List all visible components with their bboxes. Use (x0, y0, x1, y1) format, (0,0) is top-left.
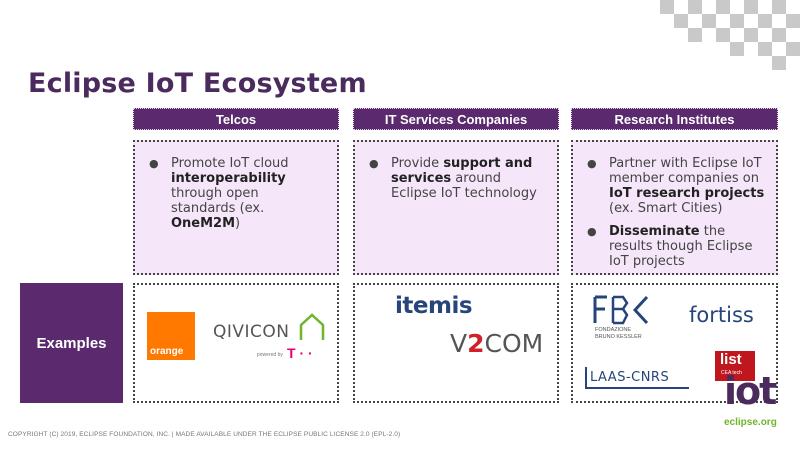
checker-square (758, 14, 772, 28)
checker-square (660, 0, 674, 14)
checker-square (702, 14, 716, 28)
checker-square (716, 0, 730, 14)
checker-square (772, 28, 786, 42)
bullet-item: Disseminate the results though Eclipse I… (587, 224, 766, 269)
qivicon-logo-text: QIVICON (213, 322, 290, 342)
checker-square (688, 28, 702, 42)
v2com-logo-v: V (450, 329, 468, 358)
checker-square (772, 0, 786, 14)
eclipse-iot-logo-text: iot (724, 369, 777, 413)
research-examples-cell: FONDAZIONE BRUNO KESSLER fortiss list CE… (571, 283, 778, 403)
bullet-item: Partner with Eclipse IoT member companie… (587, 156, 766, 216)
checker-square (730, 42, 744, 56)
fbk-logo-mark (593, 295, 649, 325)
itemis-logo: itemis (395, 293, 473, 319)
list-logo-text: list (720, 351, 742, 368)
checker-square (744, 28, 758, 42)
checker-square (772, 56, 786, 70)
bullet-text: Promote IoT cloud (171, 156, 289, 171)
v2com-logo-com: COM (484, 329, 544, 358)
checker-square (674, 14, 688, 28)
bullet-text: Disseminate (609, 224, 700, 239)
laas-logo-text: LAAS-CNRS (590, 370, 670, 385)
bullet-item: Promote IoT cloud interoperability throu… (149, 156, 327, 231)
column-header-telcos: Telcos (133, 108, 339, 130)
bullet-text: ) (235, 216, 241, 231)
v2com-logo-2: 2 (467, 329, 485, 358)
orange-logo-text: orange (150, 346, 184, 357)
bullet-text: OneM2M (171, 216, 236, 231)
orange-logo: orange (147, 312, 195, 360)
fortiss-logo: fortiss (689, 303, 754, 327)
checker-square (730, 14, 744, 28)
telekom-logo: T · · (287, 345, 313, 361)
examples-label-text: Examples (36, 334, 107, 352)
checker-square (716, 28, 730, 42)
list-logo: list CEA tech (715, 351, 755, 381)
fbk-logo-text-2: BRUNO KESSLER (595, 334, 642, 340)
bullet-item: Provide support and services around Ecli… (369, 156, 547, 201)
fbk-logo-text-1: FONDAZIONE (595, 327, 632, 333)
v2com-logo: V2COM (450, 329, 543, 358)
column-header-it-services: IT Services Companies (353, 108, 559, 130)
checker-square (786, 14, 800, 28)
checker-square (786, 42, 800, 56)
it-services-description-cell: Provide support and services around Ecli… (353, 140, 559, 275)
checker-square (744, 0, 758, 14)
list-logo-subtext: CEA tech (721, 370, 742, 376)
examples-label: Examples (20, 283, 123, 403)
telcos-examples-cell: orange QIVICON powered by T · · (133, 283, 339, 403)
bullet-text: around Eclipse IoT technology (391, 171, 537, 201)
powered-by-text: powered by (257, 352, 283, 358)
checker-square (758, 42, 772, 56)
bullet-list: Partner with Eclipse IoT member companie… (573, 142, 776, 269)
eclipse-iot-logo: iot eclipse.org (718, 369, 788, 435)
eclipse-iot-logo-subtext: eclipse.org (724, 417, 777, 428)
bullet-list: Provide support and services around Ecli… (355, 142, 557, 201)
bullet-text: Provide (391, 156, 444, 171)
telcos-description-cell: Promote IoT cloud interoperability throu… (133, 140, 339, 275)
bullet-text: Partner with Eclipse IoT member companie… (609, 156, 762, 186)
checker-square (688, 0, 702, 14)
bullet-text: through open standards (ex. (171, 186, 265, 216)
page-title: Eclipse IoT Ecosystem (28, 68, 367, 99)
house-icon (299, 313, 325, 340)
bullet-list: Promote IoT cloud interoperability throu… (135, 142, 337, 231)
bullet-text: support and services (391, 156, 533, 186)
laas-logo: LAAS-CNRS (585, 367, 689, 389)
bullet-text: the results though Eclipse IoT projects (609, 224, 753, 269)
decorative-checker-pattern (650, 0, 800, 70)
bullet-text: (ex. Smart Cities) (609, 201, 723, 216)
bullet-text: IoT research projects (609, 186, 765, 201)
it-services-examples-cell: itemis V2COM (353, 283, 559, 403)
copyright-footer: COPYRIGHT (C) 2019, ECLIPSE FOUNDATION, … (8, 431, 401, 438)
column-header-research: Research Institutes (571, 108, 778, 130)
research-description-cell: Partner with Eclipse IoT member companie… (571, 140, 778, 275)
bullet-text: interoperability (171, 171, 286, 186)
qivicon-logo: QIVICON (213, 313, 325, 343)
